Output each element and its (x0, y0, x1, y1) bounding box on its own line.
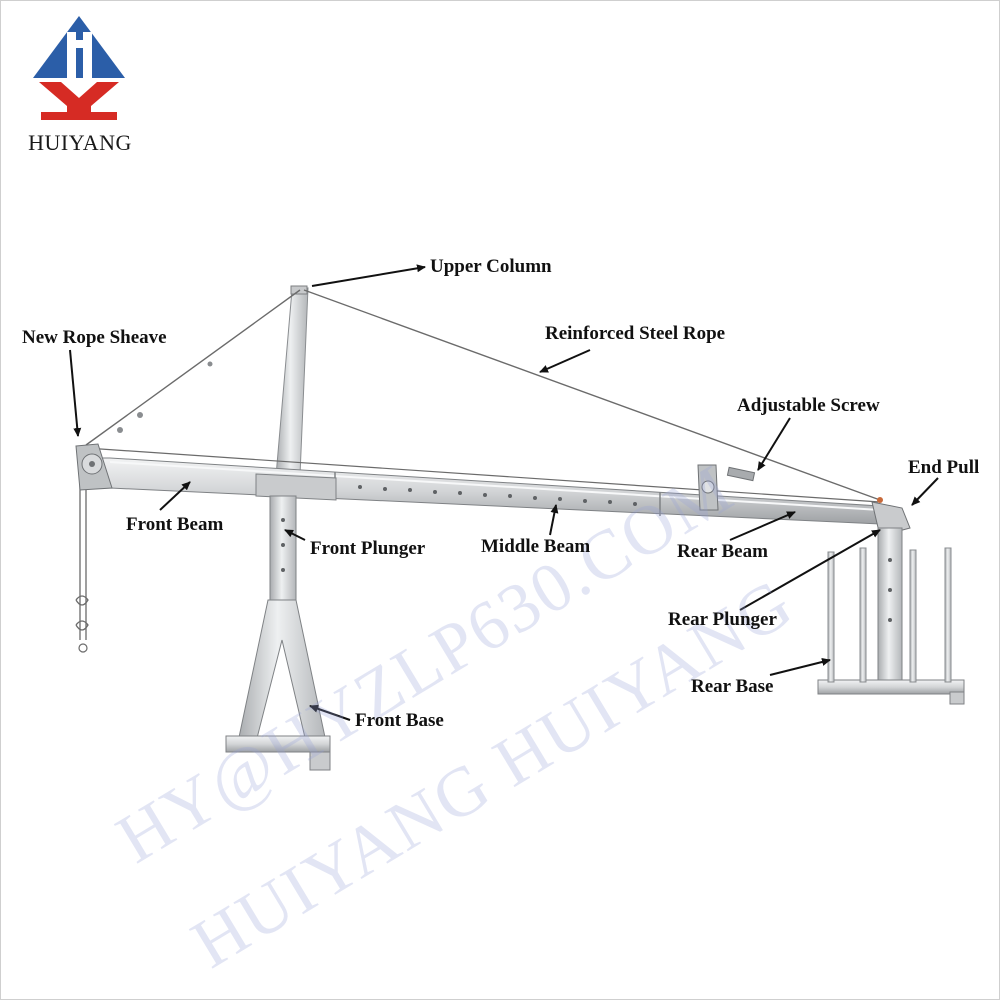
arrow-end-pull (911, 477, 939, 506)
rope-sheave (75, 443, 113, 491)
upper-column (275, 285, 309, 477)
arrow-steel-rope (539, 349, 591, 373)
arrow-front-beam (159, 481, 191, 511)
label-middle-beam: Middle Beam (481, 536, 591, 557)
arrow-upper-column (311, 264, 426, 287)
label-upper-column: Upper Column (430, 256, 552, 277)
front-plunger (269, 495, 297, 607)
rear-plunger (877, 527, 903, 689)
label-front-plunger: Front Plunger (310, 538, 426, 559)
arrow-rear-beam (729, 511, 796, 541)
front-base (225, 599, 331, 771)
label-end-pull: End Pull (908, 457, 980, 478)
steel-ropes (75, 289, 881, 653)
label-reinforced-steel-rope: Reinforced Steel Rope (545, 323, 726, 344)
leader-arrows (69, 264, 939, 721)
rear-base (817, 547, 965, 705)
label-new-rope-sheave: New Rope Sheave (22, 327, 167, 348)
arrow-rear-base (769, 658, 831, 676)
label-front-base: Front Base (355, 710, 444, 731)
adjustable-screw (697, 464, 756, 511)
arrow-adjustable-screw (757, 417, 791, 471)
arrow-rope-sheave (69, 349, 82, 437)
label-rear-beam: Rear Beam (677, 541, 768, 562)
label-rear-base: Rear Base (691, 676, 774, 697)
label-rear-plunger: Rear Plunger (668, 609, 777, 630)
arrow-front-plunger (284, 529, 306, 541)
label-front-beam: Front Beam (126, 514, 224, 535)
logo-mark-icon (33, 16, 125, 120)
huiyang-logo: HUIYANG (20, 12, 140, 157)
label-adjustable-screw: Adjustable Screw (737, 395, 880, 416)
arrow-middle-beam (549, 504, 559, 536)
arrow-rear-plunger (739, 529, 881, 611)
arrow-front-base (309, 704, 351, 721)
brand-name: HUIYANG (28, 130, 132, 155)
